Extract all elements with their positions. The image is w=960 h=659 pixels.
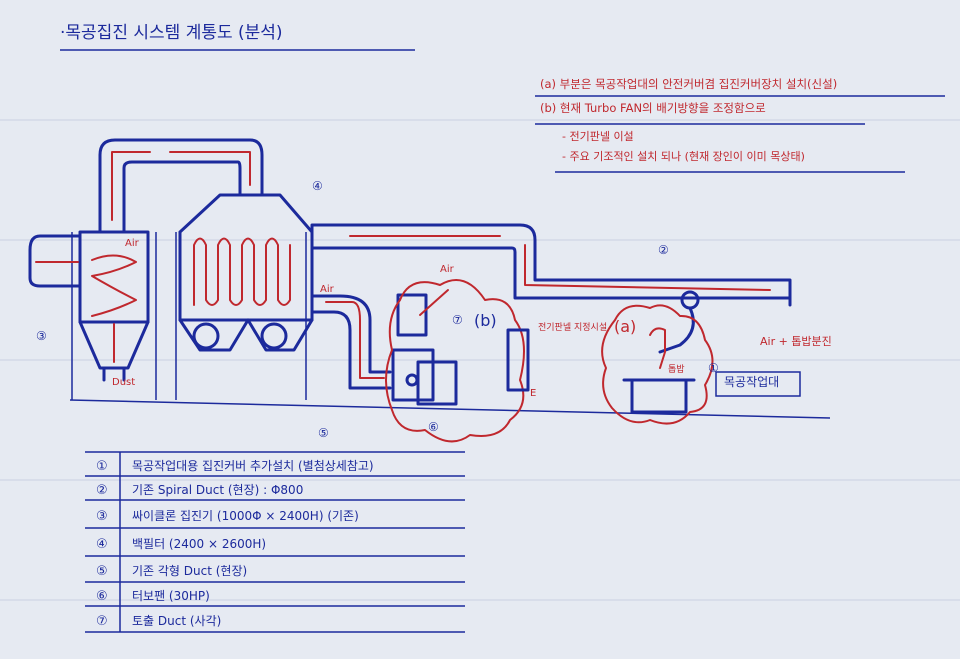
- electric-panel: [506, 328, 530, 392]
- return-duct: [310, 223, 792, 307]
- legend-num: ⑦: [96, 614, 108, 629]
- label-air-mid: Air: [320, 284, 335, 295]
- legend-num: ③: [96, 509, 108, 524]
- label-e: E: [530, 388, 536, 399]
- workbench-cloud-a: [601, 304, 714, 425]
- legend-text: 백필터 (2400 × 2600H): [132, 537, 266, 551]
- label-dust: Dust: [112, 377, 135, 388]
- label-air-top: Air: [125, 238, 140, 249]
- cyclone-collector: [28, 230, 157, 400]
- legend-text: 터보팬 (30HP): [132, 589, 210, 603]
- marker-n2: ②: [658, 243, 669, 257]
- legend-text: 기존 각형 Duct (현장): [132, 564, 247, 578]
- floor-line: [69, 399, 831, 419]
- legend-num: ⑥: [96, 589, 108, 604]
- marker-n5: ⑤: [318, 426, 329, 440]
- notes-box: (a) 부분은 목공작업대의 안전커버겸 집진커버장치 설치(신설) (b) 현…: [535, 77, 945, 173]
- turbo-fan: [391, 289, 458, 406]
- note-b: (b) 현재 Turbo FAN의 배기방향을 조정함으로: [540, 101, 766, 115]
- legend-num: ④: [96, 537, 108, 552]
- label-air-dust: Air + 톱밥분진: [760, 335, 832, 348]
- label-air-fan: Air: [440, 264, 455, 275]
- note-b-sub2: - 주요 기조적인 설치 되나 (현재 장인이 이미 목상태): [562, 150, 805, 163]
- page-title: ·목공집진 시스템 계통도 (분석): [60, 23, 283, 43]
- legend-num: ②: [96, 483, 108, 498]
- legend-num: ①: [96, 459, 108, 474]
- legend: ① 목공작업대용 집진커버 추가설치 (별첨상세참고) ② 기존 Spiral …: [85, 451, 465, 633]
- legend-num: ⑤: [96, 564, 108, 579]
- legend-text: 토출 Duct (사각): [132, 614, 221, 628]
- note-b-sub1: - 전기판넬 이설: [562, 130, 634, 143]
- paper-grid: [0, 119, 960, 601]
- label-marker-b: (b): [474, 311, 497, 330]
- legend-text: 기존 Spiral Duct (현장) : Φ800: [132, 483, 303, 497]
- label-workbench: 목공작업대: [724, 375, 779, 389]
- marker-n4: ④: [312, 179, 323, 193]
- spiral-duct: [98, 138, 264, 234]
- fan-exhaust-cloud-b: [385, 279, 525, 443]
- marker-n1: ①: [708, 361, 719, 375]
- label-motor: 톱밥: [668, 364, 685, 375]
- label-electric-panel: 전기판넬 지정시설: [538, 321, 607, 333]
- workbench-cover: [622, 290, 700, 414]
- marker-n3: ③: [36, 329, 47, 343]
- legend-text: 싸이클론 집진기 (1000Φ × 2400H) (기존): [132, 509, 359, 523]
- bag-filter: [175, 193, 314, 400]
- square-duct: [310, 294, 392, 390]
- label-marker-a: (a): [614, 317, 636, 336]
- legend-text: 목공작업대용 집진커버 추가설치 (별첨상세참고): [132, 459, 374, 473]
- marker-n6: ⑥: [428, 420, 439, 434]
- note-a: (a) 부분은 목공작업대의 안전커버겸 집진커버장치 설치(신설): [540, 77, 837, 91]
- marker-n7: ⑦: [452, 313, 463, 327]
